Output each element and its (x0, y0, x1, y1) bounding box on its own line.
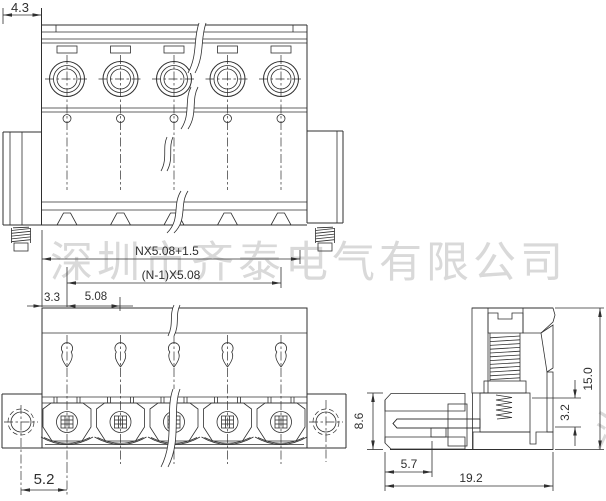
dim-edge-margin-label: 3.3 (44, 292, 60, 304)
bottom-view: 5.2 (1, 304, 347, 495)
dim-socket-height-label: 8.6 (352, 412, 366, 429)
watermark: 深圳市齐泰电气有限公司 (50, 239, 567, 287)
break-marks-front (160, 22, 207, 234)
dim-plug-depth: 5.7 (384, 441, 433, 491)
right-mount-screw (315, 226, 335, 252)
dim-overall-height: 15.0 (555, 307, 604, 450)
dim-terminal-span-label: (N-1)X5.08 (142, 268, 201, 282)
wire-spring (495, 394, 513, 420)
right-flange-hole (307, 393, 347, 462)
contact-pin (392, 418, 481, 429)
dim-plug-depth-label: 5.7 (401, 457, 418, 471)
dim-socket-height: 8.6 (352, 392, 383, 450)
middle-dimensions: NX5.08+1.5 (N-1)X5.08 3.3 5.08 (27, 230, 301, 311)
dim-overall-height-label: 15.0 (581, 367, 595, 391)
dim-total-depth-label: 19.2 (459, 471, 483, 485)
dim-total-length-label: NX5.08+1.5 (135, 244, 199, 258)
dim-total-depth: 19.2 (385, 452, 554, 491)
left-flange-hole (1, 393, 42, 495)
front-view: 4.3 (2, 0, 344, 252)
dim-pin-gap-label: 3.2 (558, 404, 572, 421)
dim-pin-gap: 3.2 (532, 380, 581, 446)
dim-edge-margin-and-pitch: 3.3 5.08 (27, 291, 133, 308)
plug-section (384, 393, 481, 450)
clamp-screw-thread (489, 333, 521, 381)
clamp-screw-head (487, 312, 524, 334)
dim-flange-width: 4.3 (2, 0, 42, 24)
dim-total-length: NX5.08+1.5 (42, 244, 300, 261)
left-flange (2, 131, 42, 226)
dim-pitch-label: 5.08 (85, 291, 107, 303)
right-flange (307, 130, 344, 224)
left-mount-screw (11, 226, 31, 252)
break-marks-bottom (160, 304, 181, 468)
dim-mount-offset-label: 5.2 (34, 471, 55, 488)
dim-terminal-span: (N-1)X5.08 (67, 268, 281, 285)
watermark-fragment: 深 (595, 398, 606, 460)
dim-mount-offset: 5.2 (21, 464, 68, 495)
section-view: 15.0 3.2 8.6 (352, 307, 604, 491)
dim-flange-width-label: 4.3 (11, 0, 29, 15)
